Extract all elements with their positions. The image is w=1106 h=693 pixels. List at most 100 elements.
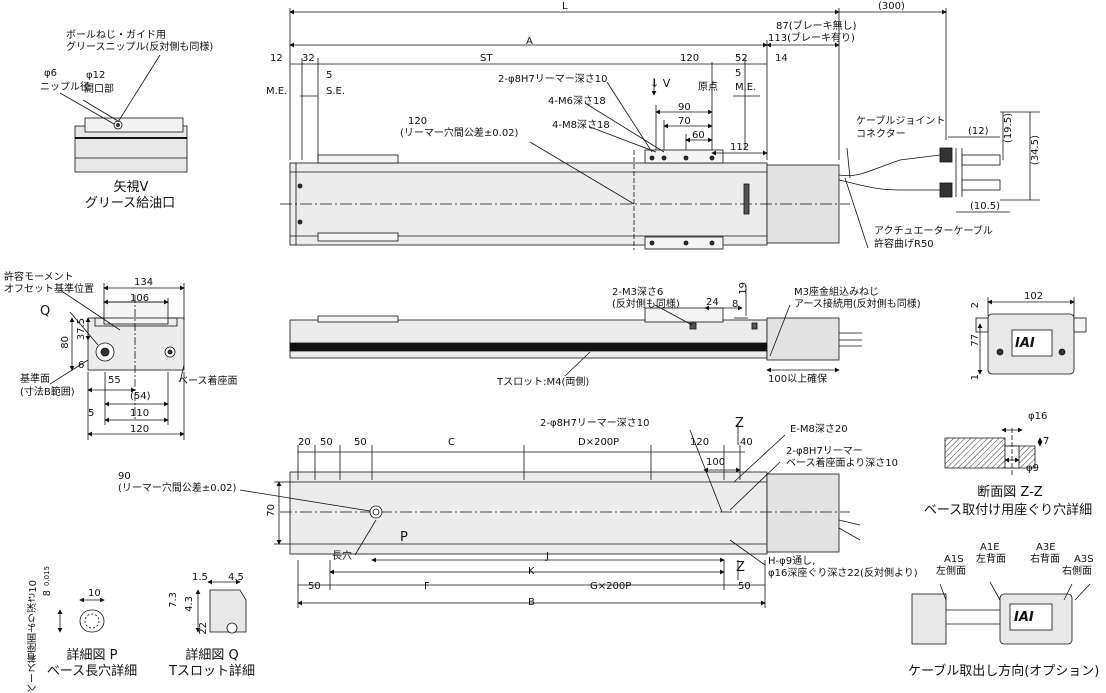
dim-8p: 8	[42, 590, 53, 597]
side-view	[289, 285, 862, 377]
long-hole-label: 長穴	[332, 551, 352, 562]
m8-label: 4-M8深さ18	[552, 120, 610, 131]
dim-77: 77	[970, 334, 981, 347]
a3e-side-label: 右背面	[1030, 554, 1060, 565]
origin-label: 原点	[698, 82, 718, 93]
dim-12: 12	[270, 53, 283, 64]
dim-87: 87(ブレーキ無し)	[776, 21, 857, 32]
hundred-min-label: 100以上確保	[768, 374, 828, 385]
dim-134: 134	[134, 277, 154, 288]
a3s-label: A3S	[1074, 554, 1094, 565]
m6-label: 4-M6深さ18	[548, 96, 606, 107]
dim-40: 40	[740, 437, 753, 448]
dim-50c: 50	[308, 581, 321, 592]
dim-70v: 70	[266, 504, 277, 517]
reamer90-tol-label: (リーマー穴間公差±0.02)	[118, 483, 237, 494]
me-right-label: M.E.	[735, 82, 757, 93]
reamer-base-label-2: ベース着座面より深さ10	[786, 458, 899, 469]
actuator-cable-label: アクチュエーターケーブル	[874, 226, 993, 237]
a3e-label: A3E	[1036, 542, 1056, 553]
detail-q-drawing	[195, 579, 247, 634]
dim-100: 100	[706, 457, 726, 468]
reamer-bottom-label: 2-φ8H7リーマー深さ10	[540, 418, 650, 429]
section-zz-drawing	[944, 427, 1043, 476]
dim-B: B	[528, 597, 535, 608]
detail-q-subtitle: Tスロット詳細	[169, 664, 255, 679]
a1e-side-label: 左背面	[976, 554, 1006, 565]
a3s-side-label: 右側面	[1062, 566, 1092, 577]
dim-32: 32	[302, 53, 315, 64]
dim-4-3: 4.3	[184, 596, 195, 612]
dim-102: 102	[1024, 291, 1044, 302]
dim-19: 19	[738, 282, 749, 295]
cable-direction-drawing	[911, 581, 1091, 645]
arrow-v-label: ↓ V	[650, 77, 671, 90]
cable-dir-title: ケーブル取出し方向(オプション)	[908, 664, 1100, 679]
dim-10: 10	[88, 588, 101, 599]
iai-logo-end: IAI	[1015, 336, 1035, 351]
p-label: P	[400, 530, 408, 545]
dim-C: C	[448, 437, 455, 448]
dim-112: 112	[730, 142, 750, 153]
section-zz-title: 断面図 Z-Z	[977, 485, 1043, 500]
dim-F: F	[424, 581, 430, 592]
dim-5c: 5	[88, 408, 95, 419]
dim-55: 55	[108, 375, 121, 386]
dim-8-tol: 0.015	[43, 566, 51, 587]
allow-moment-label: 許容モーメント	[4, 272, 74, 283]
dim-12c: (12)	[968, 126, 989, 137]
dim-120b: 120	[130, 424, 150, 435]
dim-10-5: (10.5)	[970, 201, 1001, 212]
counterbore-label: φ16深座ぐり深さ22(反対側より)	[768, 568, 918, 579]
q-label: Q	[40, 304, 51, 319]
dim-8: 8	[732, 299, 739, 310]
z-top-label: Z	[735, 416, 744, 431]
dim-phi16: φ16	[1028, 411, 1048, 422]
reamer-base-label: 2-φ8H7リーマー	[786, 446, 863, 457]
grease-nipple-label: ボールねじ・ガイド用	[66, 30, 166, 41]
dim-37-5: 37.5	[76, 318, 87, 341]
dim-70: 70	[678, 116, 691, 127]
dim-22: 22	[198, 622, 209, 635]
detail-p-subtitle: ベース長穴詳細	[46, 664, 138, 679]
h-phi9-label: H-φ9通し,	[768, 556, 816, 567]
dim-24: 24	[706, 297, 719, 308]
dim-106: 106	[130, 293, 150, 304]
dim-J: J	[546, 551, 549, 562]
dim-ST: ST	[480, 53, 493, 64]
offset-ref-label: オフセット基準位置	[4, 284, 94, 295]
dim-54: (54)	[130, 391, 151, 402]
dim-1-5: 1.5	[192, 572, 208, 583]
bottom-view	[239, 423, 861, 608]
top-view	[280, 147, 1001, 250]
a1e-label: A1E	[980, 542, 1000, 553]
dim-L: L	[562, 1, 568, 12]
dim-120c: 120	[690, 437, 710, 448]
ref-face-label: 基準面	[20, 374, 50, 385]
dim-5a: 5	[326, 70, 333, 81]
dim-90: 90	[678, 102, 691, 113]
end-view	[49, 283, 185, 440]
dim-5b: 5	[735, 68, 742, 79]
nipple-dia-label: ニップル径	[40, 82, 90, 93]
dim-phi9: φ9	[1026, 463, 1039, 474]
dim-7-3: 7.3	[168, 592, 179, 608]
dim-K: K	[528, 566, 535, 577]
dim-A: A	[526, 36, 533, 47]
base-face-label: ベース着座面	[178, 376, 238, 387]
reamer-2phi8-label: 2-φ8H7リーマー深さ10	[498, 74, 608, 85]
view-v-title: 矢視V	[113, 180, 149, 195]
em8-label: E-M8深さ20	[790, 424, 848, 435]
opening-label: 開口部	[84, 84, 114, 95]
me-left-label: M.E.	[266, 86, 288, 97]
dim-113: 113(ブレーキ有り)	[768, 33, 855, 44]
section-zz-subtitle: ベース取付け用座ぐり穴詳細	[923, 503, 1093, 518]
dim-20: 20	[298, 437, 311, 448]
connector-label: コネクター	[856, 129, 906, 140]
phi6-label: φ6	[44, 68, 57, 79]
top-dimensions	[289, 8, 1040, 249]
reamer-tol-label: (リーマー穴間公差±0.02)	[400, 128, 519, 139]
bend-r50-label: 許容曲げR50	[874, 239, 934, 250]
